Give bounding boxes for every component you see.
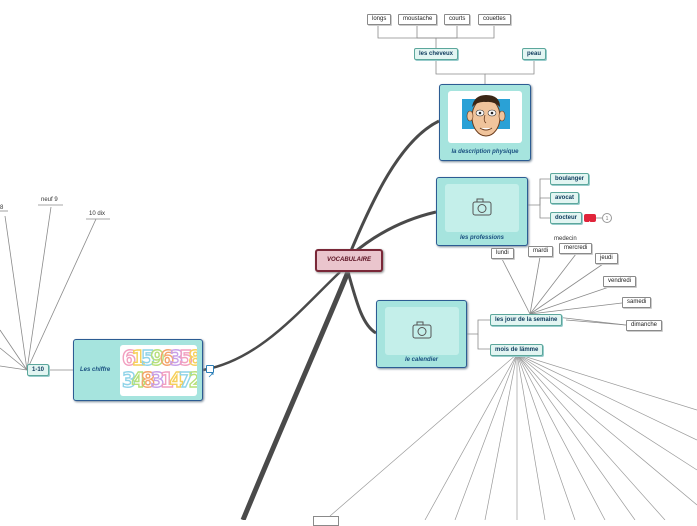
youtube-icon[interactable] bbox=[584, 214, 596, 225]
node-8[interactable]: 8 bbox=[0, 205, 4, 211]
image-digit: 1 bbox=[160, 368, 174, 392]
branch-to-calendrier bbox=[346, 271, 377, 335]
description-card[interactable]: la description physique bbox=[439, 84, 531, 161]
camera-icon bbox=[472, 198, 492, 216]
collapse-count-label: 1 bbox=[605, 216, 609, 222]
node-samedi[interactable]: samedi bbox=[622, 297, 652, 308]
image-digit: 3 bbox=[170, 346, 184, 370]
professions-image-placeholder bbox=[445, 184, 519, 232]
node-lundi[interactable]: lundi bbox=[491, 248, 514, 259]
node-mardi[interactable]: mardi bbox=[528, 246, 554, 257]
image-digit: 3 bbox=[151, 368, 165, 392]
camera-icon bbox=[412, 321, 432, 339]
branch-to-professions bbox=[349, 210, 437, 258]
portrait-frame bbox=[448, 91, 522, 143]
node-moustache[interactable]: moustache bbox=[398, 14, 438, 25]
image-digit: 6 bbox=[122, 346, 136, 370]
image-digit: 1 bbox=[132, 346, 146, 370]
node-courts[interactable]: courts bbox=[444, 14, 471, 25]
offscreen-node[interactable] bbox=[313, 516, 339, 526]
branch-to-chiffre bbox=[202, 271, 341, 372]
calendrier-card[interactable]: le calendier bbox=[376, 300, 467, 368]
root-node[interactable]: VOCABULAIRE bbox=[315, 249, 383, 272]
node-10-dix[interactable]: 10 dix bbox=[89, 211, 106, 217]
node-couettes[interactable]: couettes bbox=[478, 14, 511, 25]
image-digit: 6 bbox=[160, 346, 174, 370]
description-caption: la description physique bbox=[451, 149, 519, 155]
branch-down bbox=[240, 271, 351, 520]
image-digit: 4 bbox=[170, 368, 184, 392]
image-digit: 7 bbox=[179, 368, 193, 392]
node-boulanger[interactable]: boulanger bbox=[550, 173, 590, 185]
image-digit: 8 bbox=[141, 368, 155, 392]
node-avocat[interactable]: avocat bbox=[550, 192, 580, 204]
image-digit: 5 bbox=[179, 346, 193, 370]
node-mois[interactable]: mois de lämme bbox=[490, 344, 544, 356]
node-peau[interactable]: peau bbox=[522, 48, 547, 60]
link-icon[interactable] bbox=[206, 365, 214, 378]
branch-to-description bbox=[346, 119, 440, 259]
image-digit: 5 bbox=[141, 346, 155, 370]
node-jeudi[interactable]: jeudi bbox=[595, 253, 618, 264]
node-1-10[interactable]: 1-10 bbox=[27, 364, 50, 376]
portrait-image bbox=[462, 95, 510, 137]
node-jour-semaine[interactable]: les jour de la semaine bbox=[490, 314, 563, 326]
calendrier-image-placeholder bbox=[385, 307, 459, 355]
node-docteur[interactable]: docteur bbox=[550, 212, 583, 224]
image-digit: 2 bbox=[189, 368, 198, 392]
node-vendredi[interactable]: vendredi bbox=[603, 276, 637, 287]
image-digit: 3 bbox=[122, 368, 136, 392]
image-digit: 4 bbox=[132, 368, 146, 392]
node-neuf-9[interactable]: neuf 9 bbox=[41, 197, 58, 203]
node-mercredi[interactable]: mercredi bbox=[559, 243, 593, 254]
professions-card[interactable]: les professions bbox=[436, 177, 528, 246]
image-digit: 8 bbox=[189, 346, 198, 370]
node-les-cheveux[interactable]: les cheveux bbox=[414, 48, 459, 60]
node-longs[interactable]: longs bbox=[367, 14, 392, 25]
image-digit: 9 bbox=[151, 346, 165, 370]
chiffre-caption: Les chiffre bbox=[80, 367, 111, 373]
node-dimanche[interactable]: dimanche bbox=[626, 320, 663, 331]
calendrier-caption: le calendier bbox=[404, 357, 439, 363]
node-medecin[interactable]: medecin bbox=[554, 236, 577, 242]
collapse-count-badge[interactable]: 1 bbox=[602, 213, 612, 223]
professions-caption: les professions bbox=[459, 235, 504, 241]
